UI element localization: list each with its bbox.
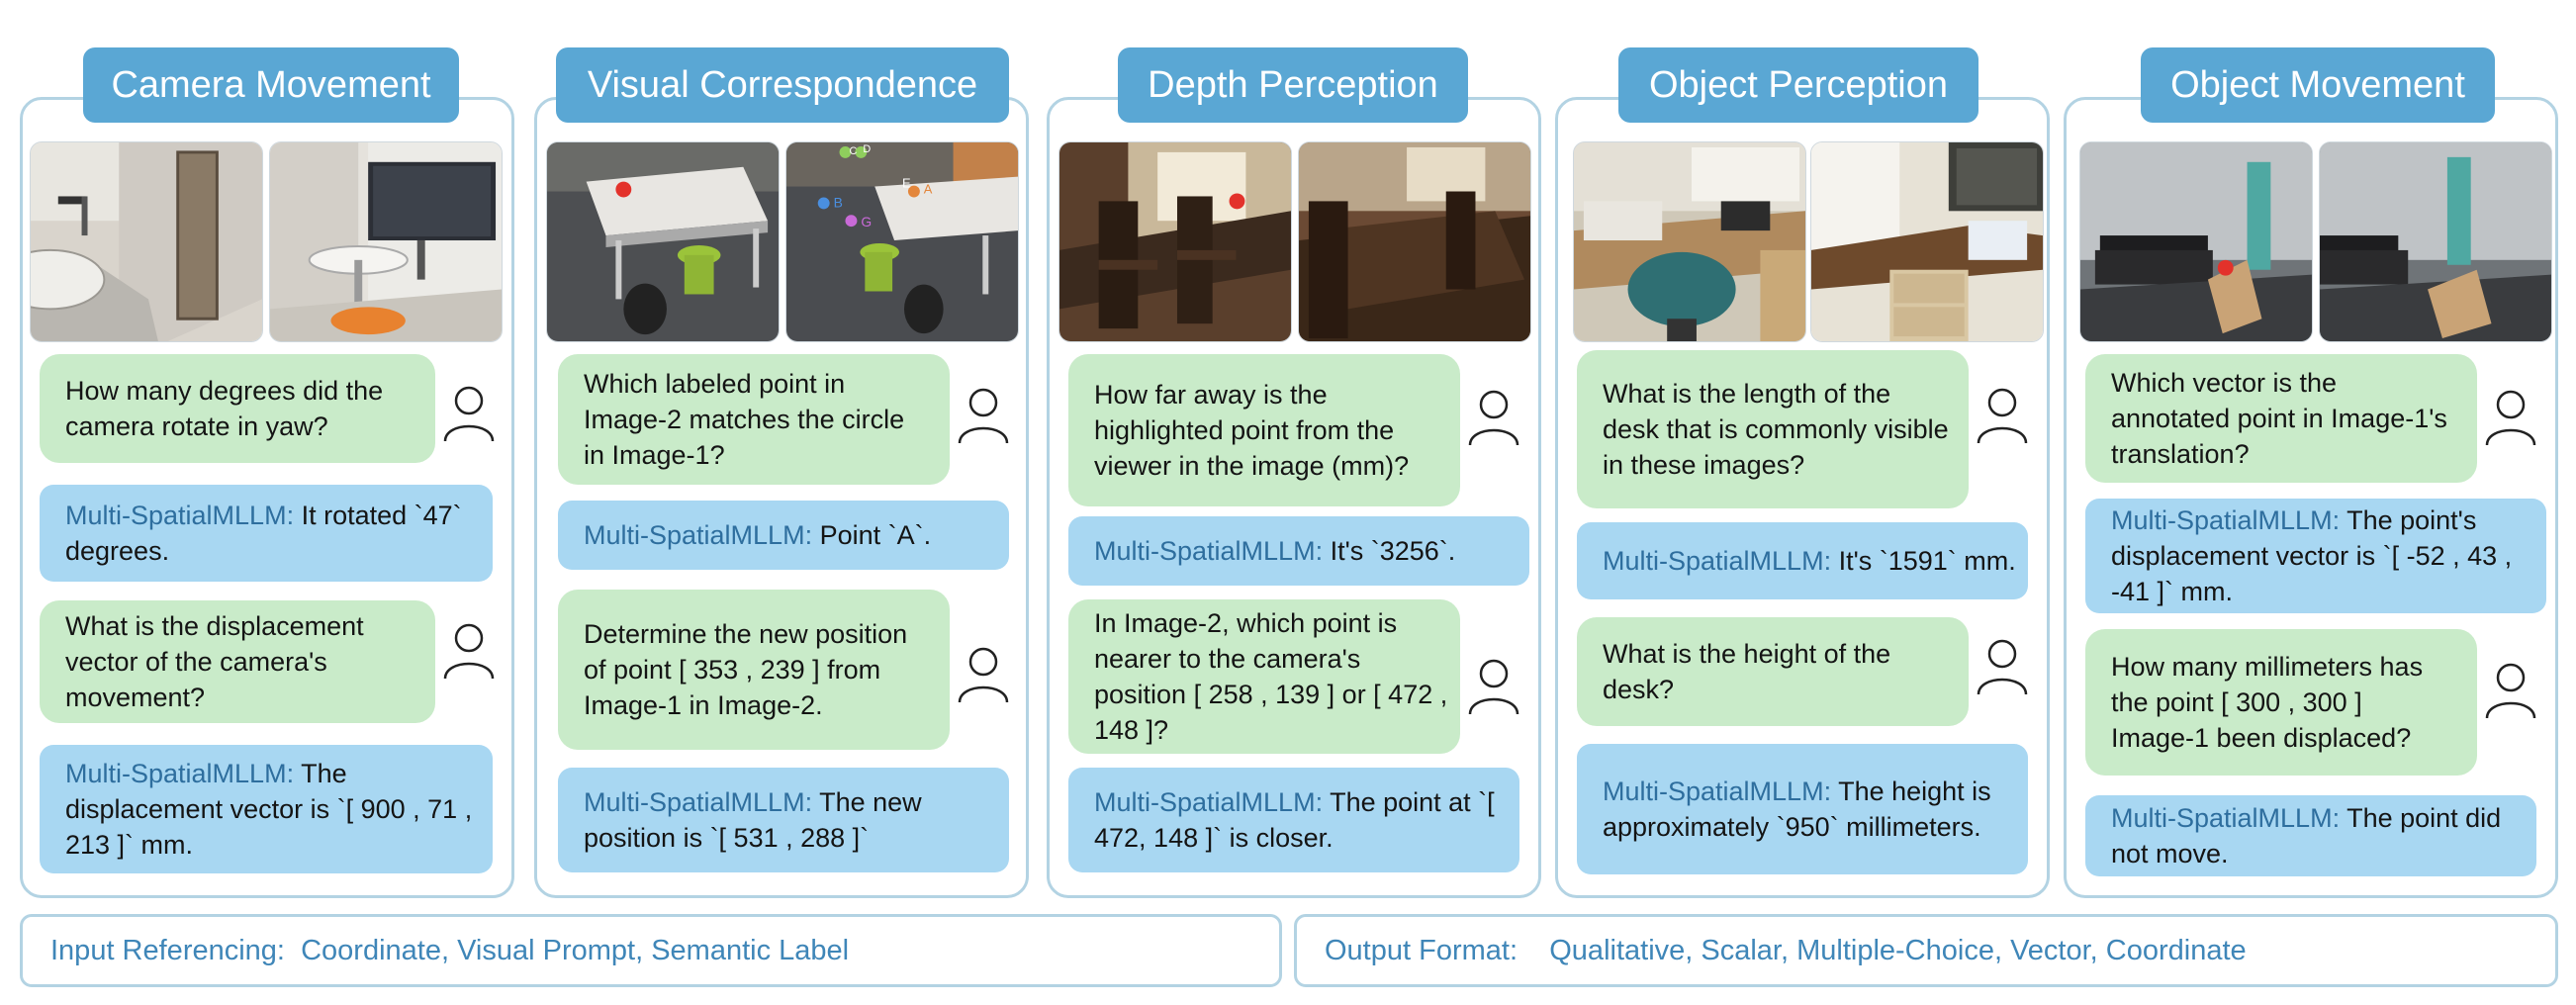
- point-label: A: [924, 181, 933, 196]
- user-icon: [1975, 637, 2030, 696]
- photo-depth-image-2: [1298, 141, 1531, 342]
- output-format-values: Qualitative, Scalar, Multiple-Choice, Ve…: [1549, 934, 2247, 966]
- question-text: How far away is the highlighted point fr…: [1094, 380, 1410, 481]
- model-name: Multi-SpatialMLLM:: [2111, 803, 2341, 833]
- question-text: What is the displacement vector of the c…: [65, 611, 364, 712]
- point-label: C: [849, 145, 857, 157]
- question-bubble: What is the height of the desk?: [1577, 617, 1969, 726]
- point-label: D: [863, 143, 871, 155]
- point-label: B: [834, 194, 843, 210]
- model-name: Multi-SpatialMLLM:: [1094, 536, 1324, 566]
- panel-title-object-perception: Object Perception: [1618, 47, 1978, 123]
- question-bubble: Which vector is the annotated point in I…: [2085, 354, 2477, 483]
- answer-bubble: Multi-SpatialMLLM: It's `3256`.: [1068, 516, 1529, 586]
- user-icon: [2483, 661, 2538, 720]
- user-icon: [956, 386, 1011, 445]
- point-label: E: [902, 176, 911, 191]
- input-referencing-values: Coordinate, Visual Prompt, Semantic Labe…: [301, 934, 850, 966]
- answer-bubble: Multi-SpatialMLLM: The point's displacem…: [2085, 499, 2546, 613]
- question-bubble: What is the length of the desk that is c…: [1577, 350, 1969, 508]
- photo-correspondence-image-2: C D E A B G: [785, 141, 1019, 342]
- photo-object-perception-image-1: [1573, 141, 1806, 342]
- answer-text: It's `3256`.: [1323, 536, 1456, 566]
- answer-bubble: Multi-SpatialMLLM: The displacement vect…: [40, 745, 493, 873]
- question-bubble: Which labeled point in Image-2 matches t…: [558, 354, 950, 485]
- point-label: G: [861, 214, 872, 229]
- answer-text: The displacement vector is `[ 900 , 71 ,…: [65, 759, 473, 860]
- answer-text: It's `1591` mm.: [1831, 546, 2016, 576]
- input-referencing-label: Input Referencing:: [50, 934, 285, 966]
- panel-title-visual-correspondence: Visual Correspondence: [556, 47, 1009, 123]
- question-text: In Image-2, which point is nearer to the…: [1094, 608, 1448, 745]
- photo-object-perception-image-2: [1810, 141, 2044, 342]
- answer-bubble: Multi-SpatialMLLM: It's `1591` mm.: [1577, 522, 2028, 599]
- panel-title-depth-perception: Depth Perception: [1118, 47, 1468, 123]
- photo-camera-image-2: [269, 141, 503, 342]
- question-bubble: What is the displacement vector of the c…: [40, 600, 435, 723]
- user-icon: [1466, 388, 1521, 447]
- model-name: Multi-SpatialMLLM:: [584, 520, 813, 550]
- question-text: What is the length of the desk that is c…: [1603, 379, 1949, 480]
- panel-title-object-movement: Object Movement: [2141, 47, 2495, 123]
- answer-text: The point's displacement vector is `[ -5…: [2111, 505, 2513, 606]
- question-text: Which vector is the annotated point in I…: [2111, 368, 2447, 469]
- answer-text: The height is approximately `950` millim…: [1603, 777, 1991, 842]
- model-name: Multi-SpatialMLLM:: [1094, 787, 1324, 817]
- output-format-label: Output Format:: [1325, 934, 1518, 966]
- question-text: How many degrees did the camera rotate i…: [65, 376, 384, 441]
- question-text: What is the height of the desk?: [1603, 639, 1891, 704]
- photo-camera-image-1: [30, 141, 263, 342]
- user-icon: [1975, 386, 2030, 445]
- answer-text: The point did not move.: [2111, 803, 2502, 868]
- panel-title-camera-movement: Camera Movement: [83, 47, 459, 123]
- model-name: Multi-SpatialMLLM:: [1603, 777, 1832, 806]
- answer-bubble: Multi-SpatialMLLM: The new position is `…: [558, 768, 1009, 872]
- user-icon: [1466, 657, 1521, 716]
- answer-bubble: Multi-SpatialMLLM: It rotated `47` degre…: [40, 485, 493, 582]
- answer-text: The new position is `[ 531 , 288 ]`: [584, 787, 922, 853]
- question-bubble: Determine the new position of point [ 35…: [558, 590, 950, 750]
- question-text: Which labeled point in Image-2 matches t…: [584, 369, 905, 470]
- question-text: How many millimeters has the point [ 300…: [2111, 652, 2424, 753]
- answer-bubble: Multi-SpatialMLLM: Point `A`.: [558, 501, 1009, 570]
- answer-text: The point at `[ 472, 148 ]` is closer.: [1094, 787, 1495, 853]
- photo-correspondence-image-1: [546, 141, 780, 342]
- model-name: Multi-SpatialMLLM:: [65, 759, 295, 788]
- answer-text: It rotated `47` degrees.: [65, 501, 462, 566]
- question-bubble: How many degrees did the camera rotate i…: [40, 354, 435, 463]
- output-format-box: Output Format: Qualitative, Scalar, Mult…: [1294, 914, 2558, 987]
- user-icon: [2483, 388, 2538, 447]
- question-bubble: How many millimeters has the point [ 300…: [2085, 629, 2477, 776]
- user-icon: [441, 621, 497, 681]
- model-name: Multi-SpatialMLLM:: [2111, 505, 2341, 535]
- question-bubble: How far away is the highlighted point fr…: [1068, 354, 1460, 506]
- photo-object-movement-image-2: [2319, 141, 2552, 342]
- model-name: Multi-SpatialMLLM:: [65, 501, 295, 530]
- photo-object-movement-image-1: [2079, 141, 2313, 342]
- model-name: Multi-SpatialMLLM:: [1603, 546, 1832, 576]
- input-referencing-box: Input Referencing: Coordinate, Visual Pr…: [20, 914, 1282, 987]
- photo-depth-image-1: [1058, 141, 1292, 342]
- answer-bubble: Multi-SpatialMLLM: The point did not mov…: [2085, 795, 2536, 876]
- answer-bubble: Multi-SpatialMLLM: The height is approxi…: [1577, 744, 2028, 874]
- answer-text: Point `A`.: [812, 520, 932, 550]
- user-icon: [441, 384, 497, 443]
- model-name: Multi-SpatialMLLM:: [584, 787, 813, 817]
- answer-bubble: Multi-SpatialMLLM: The point at `[ 472, …: [1068, 768, 1519, 872]
- user-icon: [956, 645, 1011, 704]
- question-bubble: In Image-2, which point is nearer to the…: [1068, 599, 1460, 754]
- question-text: Determine the new position of point [ 35…: [584, 619, 908, 720]
